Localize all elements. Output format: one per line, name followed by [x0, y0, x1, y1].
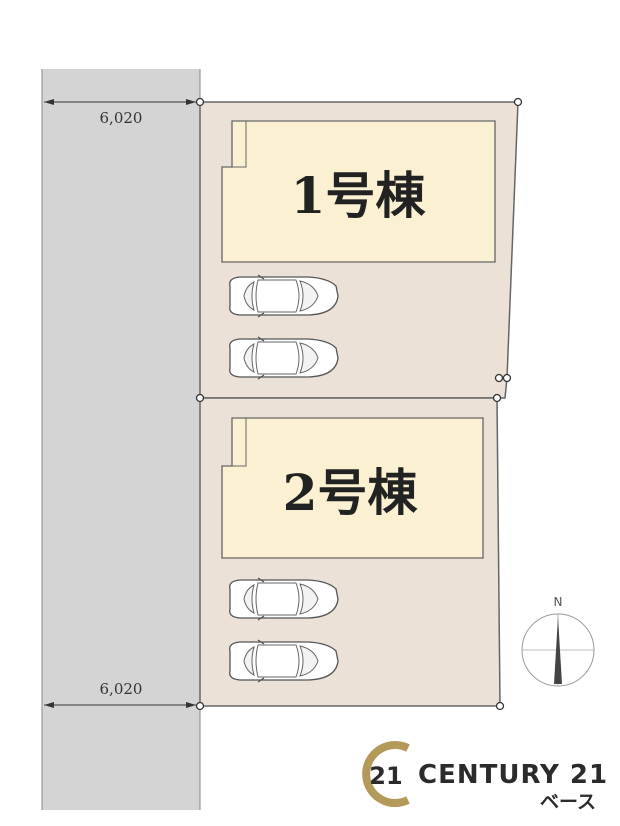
svg-text:21: 21 — [369, 762, 402, 790]
boundary-markers — [195, 97, 523, 711]
parking-car-2b — [229, 639, 339, 683]
building-1-entrance — [231, 120, 247, 168]
road-dimension-bottom: 6,020 — [44, 680, 196, 708]
road — [42, 69, 200, 810]
svg-text:ベース: ベース — [540, 791, 596, 813]
parking-car-1b — [229, 336, 339, 380]
building-2-entrance — [231, 417, 247, 467]
svg-text:N: N — [554, 595, 563, 609]
century21-logo: 21 CENTURY 21 ベース — [362, 741, 608, 813]
svg-text:6,020: 6,020 — [100, 109, 143, 127]
parking-car-2a — [229, 577, 339, 621]
building-2-label: 2号棟 — [283, 463, 419, 522]
svg-text:CENTURY 21: CENTURY 21 — [418, 760, 608, 790]
north-compass: N — [521, 595, 595, 687]
building-1-label: 1号棟 — [291, 166, 427, 225]
north-arrow-icon — [554, 617, 562, 684]
parking-car-1a — [229, 274, 339, 318]
svg-text:6,020: 6,020 — [100, 680, 143, 698]
road-dimension-top: 6,020 — [44, 99, 196, 127]
